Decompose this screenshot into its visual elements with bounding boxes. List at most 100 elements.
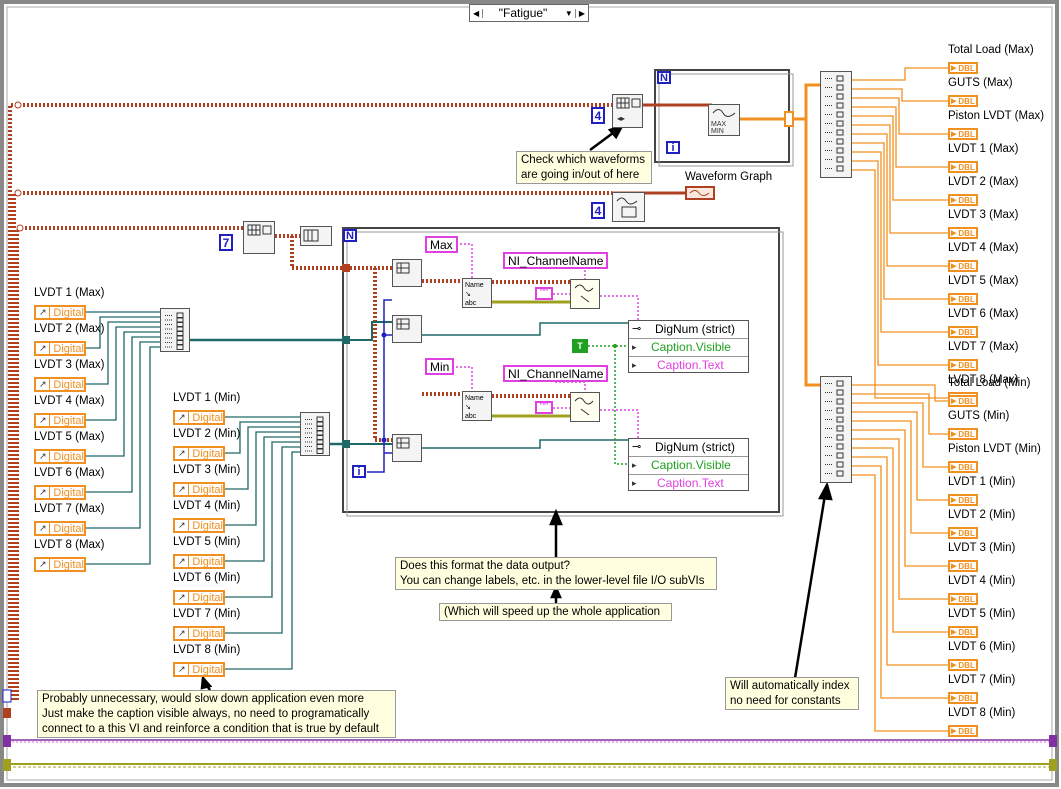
out-min-2-indicator[interactable]: ▶DBL bbox=[948, 428, 978, 440]
index-array-inner-3[interactable] bbox=[392, 434, 422, 462]
index-array-inner-1[interactable] bbox=[392, 259, 422, 287]
dbl-type-label: DBL bbox=[958, 129, 975, 139]
waveform-subset-node[interactable] bbox=[612, 192, 645, 222]
max-string-constant[interactable]: Max bbox=[425, 236, 458, 253]
min-label: MIN bbox=[711, 128, 724, 135]
format-name-node-bottom[interactable]: Name↘abc bbox=[462, 391, 492, 421]
format-name-node-top[interactable]: Name↘abc bbox=[462, 278, 492, 308]
out-max-9-indicator[interactable]: ▶DBL bbox=[948, 326, 978, 338]
const-7[interactable]: 7 bbox=[219, 234, 233, 251]
waveform-graph-label: Waveform Graph bbox=[685, 171, 773, 183]
property-node-top[interactable]: ⊸DigNum (strict) ▸Caption.Visible ▸Capti… bbox=[628, 320, 749, 373]
get-attribute-node-top[interactable] bbox=[570, 279, 600, 309]
bool-true-constant[interactable]: T bbox=[572, 339, 588, 353]
lvdt-min-8-control[interactable]: ↗Digital bbox=[173, 662, 225, 677]
build-array-max[interactable] bbox=[160, 308, 190, 352]
lvdt-min-3-control[interactable]: ↗Digital bbox=[173, 482, 225, 497]
control-arrow-icon: ↗ bbox=[175, 412, 190, 423]
const-4-mid[interactable]: 4 bbox=[591, 202, 605, 219]
indicator-arrow-icon: ▶ bbox=[951, 728, 957, 735]
out-max-7-indicator[interactable]: ▶DBL bbox=[948, 260, 978, 272]
const-4-top[interactable]: 4 bbox=[591, 107, 605, 124]
dbl-type-label: DBL bbox=[958, 726, 975, 736]
waveform-graph-terminal[interactable] bbox=[685, 186, 715, 200]
indicator-arrow-icon: ▶ bbox=[951, 329, 957, 336]
out-min-5-indicator[interactable]: ▶DBL bbox=[948, 527, 978, 539]
comment-speed[interactable]: (Which will speed up the whole applicati… bbox=[439, 603, 672, 621]
empty-string-bottom[interactable]: """ bbox=[535, 401, 553, 414]
dbl-type-label: DBL bbox=[958, 693, 975, 703]
caption-text-row: ▸Caption.Text bbox=[632, 476, 724, 490]
out-min-11-indicator[interactable]: ▶DBL bbox=[948, 725, 978, 737]
control-arrow-icon: ↗ bbox=[36, 343, 51, 354]
empty-string-top[interactable]: """ bbox=[535, 287, 553, 300]
digital-type-label: Digital bbox=[53, 414, 84, 427]
output-wire bbox=[852, 402, 948, 468]
out-max-2-indicator[interactable]: ▶DBL bbox=[948, 95, 978, 107]
build-array-min[interactable] bbox=[300, 412, 330, 456]
lvdt-max-3-control[interactable]: ↗Digital bbox=[34, 377, 86, 392]
index-array-right-min[interactable] bbox=[820, 376, 852, 483]
out-min-3-indicator[interactable]: ▶DBL bbox=[948, 461, 978, 473]
lvdt-max-4-label: LVDT 4 (Max) bbox=[34, 395, 105, 407]
get-attribute-node-bottom[interactable] bbox=[570, 392, 600, 422]
out-max-10-indicator[interactable]: ▶DBL bbox=[948, 359, 978, 371]
out-min-6-indicator[interactable]: ▶DBL bbox=[948, 560, 978, 572]
lvdt-min-1-control[interactable]: ↗Digital bbox=[173, 410, 225, 425]
indicator-arrow-icon: ▶ bbox=[951, 230, 957, 237]
out-max-1-label: Total Load (Max) bbox=[948, 44, 1034, 56]
dbl-type-label: DBL bbox=[958, 261, 975, 271]
lvdt-min-4-control[interactable]: ↗Digital bbox=[173, 518, 225, 533]
index-array-inner-2[interactable] bbox=[392, 315, 422, 343]
case-next-arrow[interactable]: ▶ bbox=[574, 8, 588, 18]
min-string-constant[interactable]: Min bbox=[425, 358, 455, 375]
comment-format-output[interactable]: Does this format the data output?You can… bbox=[395, 557, 717, 590]
case-selector[interactable]: ◀ "Fatigue" ▼ ▶ bbox=[469, 4, 589, 22]
ni-channelname-bottom[interactable]: NI_ChannelName bbox=[503, 365, 609, 382]
out-min-4-indicator[interactable]: ▶DBL bbox=[948, 494, 978, 506]
out-max-5-indicator[interactable]: ▶DBL bbox=[948, 194, 978, 206]
lvdt-max-7-control[interactable]: ↗Digital bbox=[34, 521, 86, 536]
caption-visible-row: ▸Caption.Visible bbox=[629, 339, 748, 357]
index-array-top[interactable]: ◂▸ bbox=[612, 94, 643, 128]
chevron-down-icon[interactable]: ▼ bbox=[564, 8, 573, 18]
index-array-right-max[interactable] bbox=[820, 71, 852, 178]
lvdt-min-7-control[interactable]: ↗Digital bbox=[173, 626, 225, 641]
lvdt-min-5-control[interactable]: ↗Digital bbox=[173, 554, 225, 569]
property-node-bottom[interactable]: ⊸DigNum (strict) ▸Caption.Visible ▸Capti… bbox=[628, 438, 749, 491]
out-max-1-indicator[interactable]: ▶DBL bbox=[948, 62, 978, 74]
digital-type-label: Digital bbox=[192, 447, 223, 460]
lvdt-max-2-control[interactable]: ↗Digital bbox=[34, 341, 86, 356]
lvdt-min-2-control[interactable]: ↗Digital bbox=[173, 446, 225, 461]
dbl-type-label: DBL bbox=[958, 660, 975, 670]
out-max-4-indicator[interactable]: ▶DBL bbox=[948, 161, 978, 173]
out-min-8-indicator[interactable]: ▶DBL bbox=[948, 626, 978, 638]
out-max-6-indicator[interactable]: ▶DBL bbox=[948, 227, 978, 239]
out-max-3-indicator[interactable]: ▶DBL bbox=[948, 128, 978, 140]
out-min-1-indicator[interactable]: ▶DBL bbox=[948, 395, 978, 407]
out-min-9-indicator[interactable]: ▶DBL bbox=[948, 659, 978, 671]
digital-type-label: Digital bbox=[53, 450, 84, 463]
lvdt-max-8-control[interactable]: ↗Digital bbox=[34, 557, 86, 572]
digital-type-label: Digital bbox=[192, 555, 223, 568]
lvdt-min-6-control[interactable]: ↗Digital bbox=[173, 590, 225, 605]
lvdt-max-1-label: LVDT 1 (Max) bbox=[34, 287, 105, 299]
out-max-8-indicator[interactable]: ▶DBL bbox=[948, 293, 978, 305]
lvdt-max-1-control[interactable]: ↗Digital bbox=[34, 305, 86, 320]
out-min-11-label: LVDT 8 (Min) bbox=[948, 707, 1016, 719]
lvdt-max-6-control[interactable]: ↗Digital bbox=[34, 485, 86, 500]
lvdt-max-5-control[interactable]: ↗Digital bbox=[34, 449, 86, 464]
case-prev-arrow[interactable]: ◀ bbox=[470, 8, 484, 18]
lvdt-max-4-control[interactable]: ↗Digital bbox=[34, 413, 86, 428]
comment-caption-unnecessary[interactable]: Probably unnecessary, would slow down ap… bbox=[37, 690, 396, 738]
ni-channelname-top[interactable]: NI_ChannelName bbox=[503, 252, 609, 269]
out-min-10-indicator[interactable]: ▶DBL bbox=[948, 692, 978, 704]
output-wire bbox=[852, 142, 948, 300]
out-min-7-indicator[interactable]: ▶DBL bbox=[948, 593, 978, 605]
index-array-main[interactable] bbox=[243, 221, 275, 254]
reshape-array-node[interactable] bbox=[300, 226, 332, 246]
